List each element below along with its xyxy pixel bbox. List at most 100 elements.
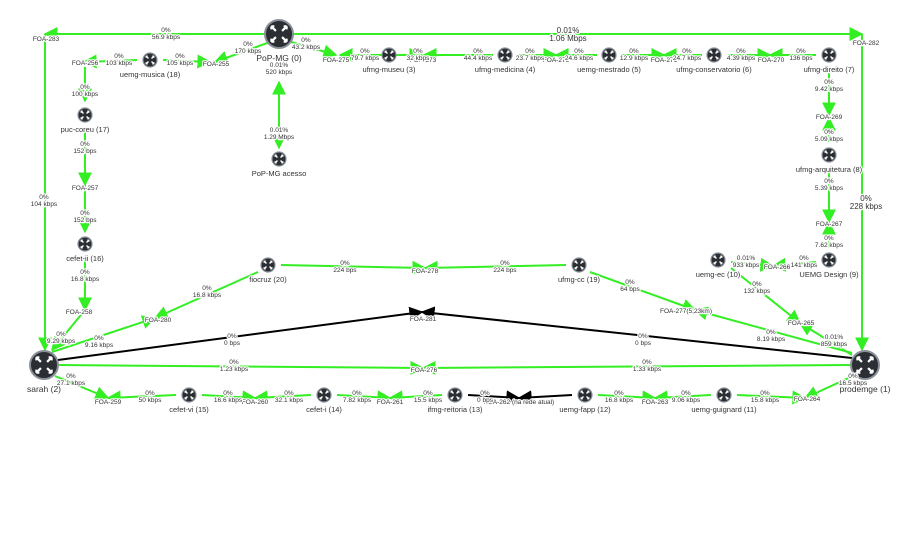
link-rate: 24.7 kbps	[673, 55, 702, 62]
link-rate: 1.23 kbps	[220, 366, 249, 373]
router-arrow-head	[500, 57, 503, 60]
link-utilisation-label: 0%7.62 kbps	[814, 234, 845, 251]
router-arrow-head	[719, 390, 722, 393]
link-rate: 132 kbps	[744, 288, 771, 295]
router-icon[interactable]	[821, 47, 837, 63]
router-icon[interactable]	[29, 350, 59, 380]
link-percent: 0%	[574, 48, 584, 55]
router-icon[interactable]	[316, 387, 332, 403]
link-segment	[421, 360, 852, 375]
link-percent: 0.01%	[557, 26, 580, 35]
router-arrow-head	[87, 110, 90, 113]
fiber-segment-label: FOA-258	[66, 309, 93, 316]
link-segment	[280, 260, 427, 275]
router-icon[interactable]	[850, 350, 880, 380]
fiber-segment-label: FOA-264	[794, 396, 821, 403]
router-arrow-head	[35, 369, 40, 374]
router-icon[interactable]	[706, 47, 722, 63]
link-percent: 0%	[161, 27, 171, 34]
link-rate: 0 bps	[635, 340, 652, 347]
link-utilisation-label: 0%152 bps	[72, 209, 98, 226]
router-arrow-head	[80, 110, 83, 113]
router-icon[interactable]	[821, 147, 837, 163]
router-arrow-head	[611, 57, 614, 60]
router-icon[interactable]	[497, 47, 513, 63]
link-percent: 0%	[824, 178, 834, 185]
link-percent: 0%	[638, 333, 648, 340]
link-segment	[201, 390, 257, 405]
link-rate: 79.7 kbps	[351, 55, 380, 62]
router-icon[interactable]	[264, 19, 294, 49]
link-utilisation-label: 0%24.6 kbps	[564, 47, 595, 64]
link-utilisation-label: 0.01%520 kbps	[265, 61, 295, 78]
link-percent: 0%	[229, 359, 239, 366]
fiber-segment-label: FOA-263	[642, 399, 669, 406]
router-icon[interactable]	[716, 387, 732, 403]
router-arrow-head	[450, 397, 453, 400]
link-rate: 32 kbps	[407, 55, 431, 62]
router-arrow-head	[191, 397, 194, 400]
link-percent: 0%	[66, 373, 76, 380]
router-body	[77, 107, 93, 123]
link-percent: 0%	[175, 53, 185, 60]
link-segment	[597, 390, 657, 405]
router-icon[interactable]	[447, 387, 463, 403]
link-utilisation-label: 0.01%1.06 Mbps	[548, 25, 588, 45]
router-arrow-head	[507, 57, 510, 60]
router-icon[interactable]	[821, 252, 837, 268]
link-segment	[54, 375, 110, 400]
link-rate: 141 kbps	[791, 262, 818, 269]
router-icon[interactable]	[571, 257, 587, 273]
router-label: uemg-mestrado (5)	[577, 65, 641, 74]
router-label: ifmg-reitoria (13)	[427, 405, 483, 414]
router-arrow-head	[611, 50, 614, 53]
router-arrow-head	[716, 50, 719, 53]
router-icon[interactable]	[271, 151, 287, 167]
link-rate: 16.8 kbps	[71, 276, 100, 283]
link-percent: 0.01%	[270, 127, 289, 134]
router-arrow-head	[869, 356, 874, 361]
router-arrow-head	[145, 62, 148, 65]
link-utilisation-label: 0%16.8 kbps	[604, 389, 635, 406]
router-icon[interactable]	[77, 236, 93, 252]
link-segment	[57, 306, 424, 361]
link-segment	[82, 54, 138, 69]
link-percent: 0%	[642, 359, 652, 366]
router-arrow-head	[80, 239, 83, 242]
link-utilisation-label: 0%50 kbps	[137, 389, 163, 406]
router-arrow-head	[856, 369, 861, 374]
link-rate: 44.4 kbps	[464, 55, 493, 62]
router-icon[interactable]	[577, 387, 593, 403]
router-label: cefet-i (14)	[306, 405, 342, 414]
router-body	[29, 350, 59, 380]
router-icon[interactable]	[77, 107, 93, 123]
router-arrow-head	[87, 117, 90, 120]
router-arrow-head	[869, 369, 874, 374]
link-utilisation-label: 0%16.5 kbps	[838, 372, 869, 389]
link-percent: 0%	[752, 281, 762, 288]
fiber-segment-label: FOA-277(5,23km)	[660, 308, 712, 315]
router-arrow-head	[283, 38, 288, 43]
router-icon[interactable]	[142, 52, 158, 68]
link-rate: 224 bps	[493, 267, 517, 274]
link-utilisation-label: 0%79.7 kbps	[350, 47, 381, 64]
router-icon[interactable]	[260, 257, 276, 273]
router-arrow-head	[263, 267, 266, 270]
router-icon[interactable]	[601, 47, 617, 63]
link-percent: 0%	[80, 141, 90, 148]
link-utilisation-label: 0%32 kbps	[405, 47, 431, 64]
router-arrow-head	[574, 260, 577, 263]
router-icon[interactable]	[710, 252, 726, 268]
link-segment	[653, 390, 712, 405]
router-icon[interactable]	[381, 47, 397, 63]
router-arrow-head	[726, 390, 729, 393]
router-body	[264, 19, 294, 49]
link-percent: 0%	[202, 285, 212, 292]
router-icon[interactable]	[181, 387, 197, 403]
link-utilisation-label: 0%9.29 kbps	[46, 330, 77, 347]
link-rate: 933 kbps	[733, 262, 760, 269]
link-utilisation-label: 0%1.23 kbps	[219, 358, 250, 375]
link-rate: 16.6 kbps	[214, 397, 243, 404]
link-percent: 0%	[824, 129, 834, 136]
link-percent: 0%	[766, 329, 776, 336]
